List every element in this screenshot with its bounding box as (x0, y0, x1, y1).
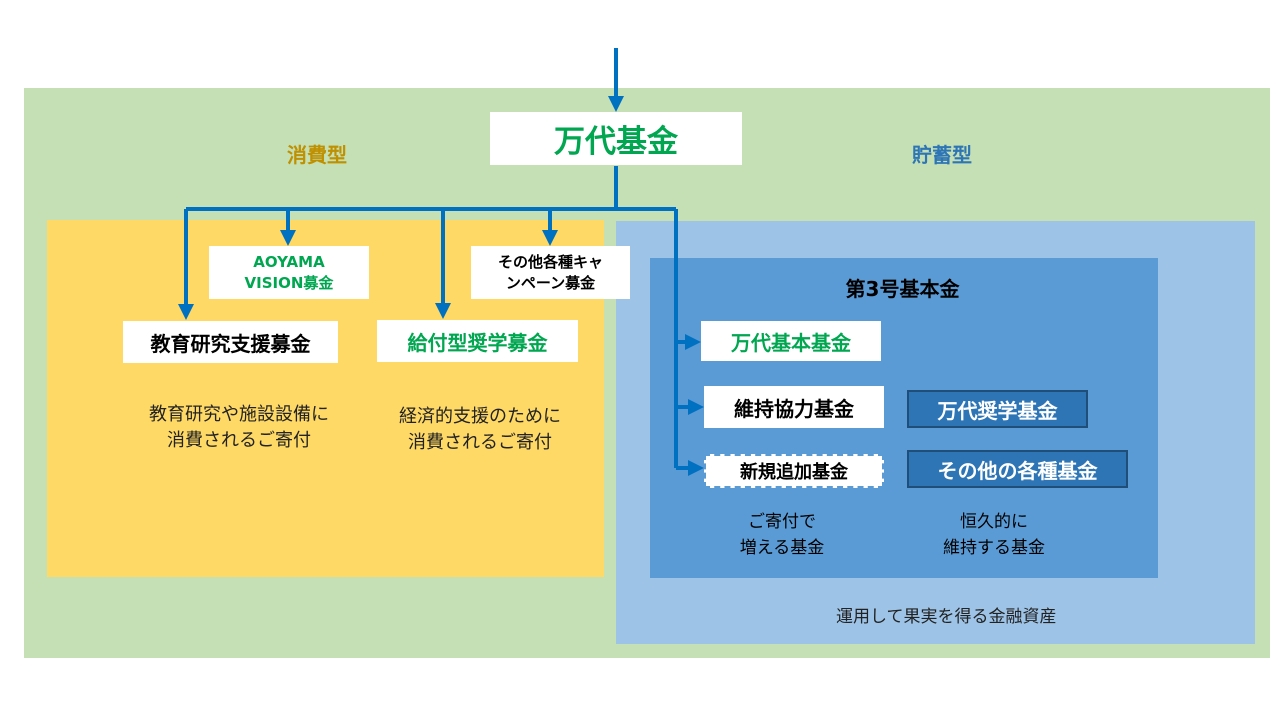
maintain-line2: 維持する基金 (943, 537, 1045, 558)
maintain-description: 恒久的に 維持する基金 (934, 510, 1054, 561)
bandai-fund-box: 万代基金 (490, 112, 742, 165)
other-funds-box: その他の各種基金 (907, 450, 1128, 488)
maintain-line1: 恒久的に (960, 512, 1028, 532)
aoyama-line1: AOYAMA (253, 253, 325, 272)
edu-desc-line1: 教育研究や施設設備に (149, 404, 329, 425)
edu-desc-line2: 消費されるご寄付 (167, 430, 311, 452)
bandai-basic-fund-box: 万代基本基金 (701, 321, 881, 361)
bandai-scholarship-fund-box: 万代奨学基金 (907, 390, 1088, 428)
savings-type-label: 貯蓄型 (912, 143, 972, 167)
basic-fund-3-label: 第3号基本金 (845, 277, 960, 301)
campaign-line2: ンペーン募金 (505, 273, 596, 292)
maintenance-cooperation-box: 維持協力基金 (704, 386, 884, 428)
new-fund-box: 新規追加基金 (704, 454, 884, 488)
scholar-desc-line1: 経済的支援のために (399, 406, 561, 427)
increase-description: ご寄付で 増える基金 (722, 510, 842, 561)
aoyama-vision-box: AOYAMA VISION募金 (209, 246, 369, 299)
financial-asset-label: 運用して果実を得る金融資産 (836, 607, 1057, 627)
scholar-desc-line2: 消費されるご寄付 (408, 432, 552, 454)
consume-type-label: 消費型 (287, 143, 347, 167)
scholarship-box: 給付型奨学募金 (377, 320, 578, 362)
increase-line1: ご寄付で (748, 512, 816, 532)
other-campaign-box: その他各種キャ ンペーン募金 (471, 246, 630, 299)
aoyama-line2: VISION募金 (244, 273, 334, 292)
campaign-line1: その他各種キャ (497, 253, 603, 272)
education-description: 教育研究や施設設備に 消費されるご寄付 (116, 402, 362, 454)
scholarship-description: 経済的支援のために 消費されるご寄付 (372, 404, 588, 456)
education-research-box: 教育研究支援募金 (123, 321, 338, 363)
increase-line2: 増える基金 (739, 537, 825, 558)
